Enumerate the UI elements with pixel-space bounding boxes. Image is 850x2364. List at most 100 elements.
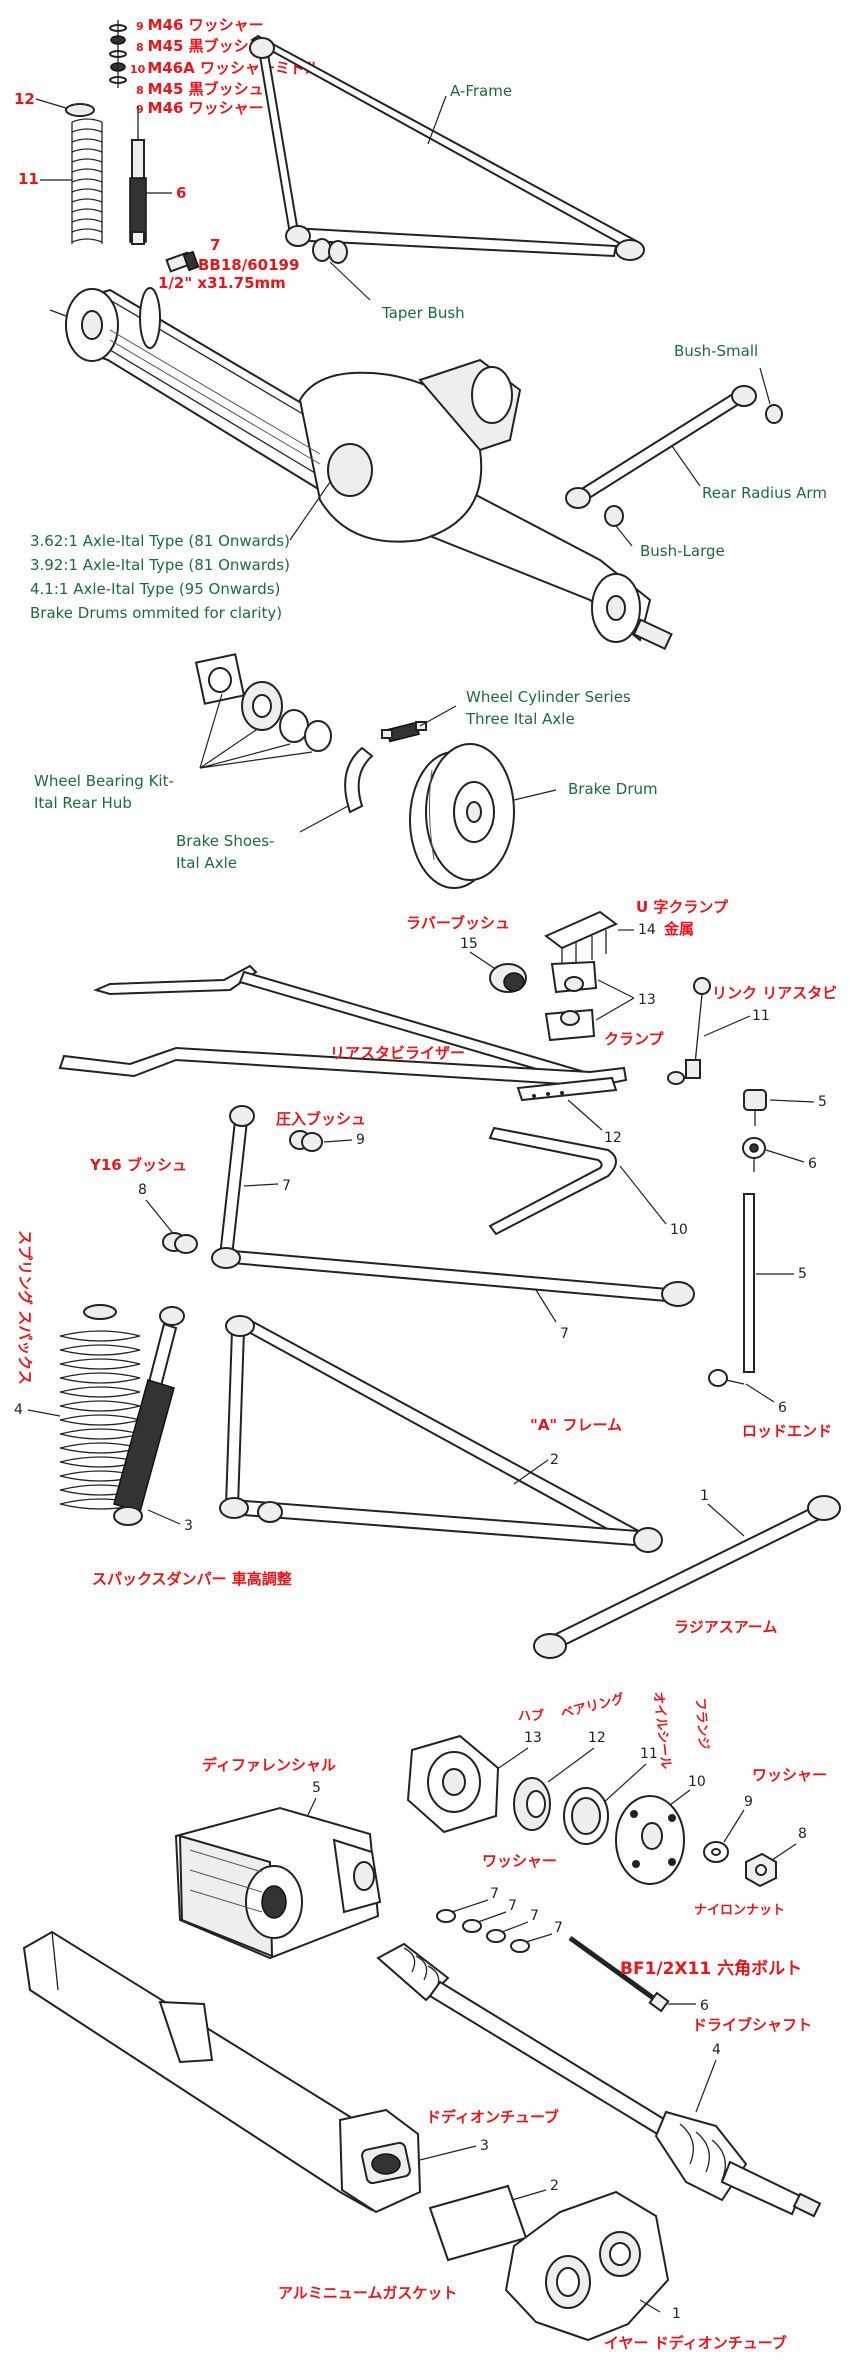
axle-notes: 3.62:1 Axle-Ital Type (81 Onwards) 3.92:… (30, 532, 290, 622)
num-4-bottom: 4 (712, 2042, 721, 2058)
rubber-bush (489, 963, 527, 993)
num-7-mid-lower: 7 (560, 1326, 569, 1342)
metal-label: 金属 (663, 920, 694, 938)
axle-note-4: Brake Drums ommited for clarity) (30, 604, 282, 622)
washer-left-label: ワッシャー (482, 1852, 557, 1870)
num-4-mid: 4 (14, 1402, 23, 1418)
nylon-nut (745, 1852, 777, 1888)
num-8-bottom: 8 (798, 1826, 807, 1842)
press-bush (289, 1130, 323, 1152)
brake-shoe (344, 746, 374, 814)
taper-bush-label: Taper Bush (381, 304, 465, 322)
num-6-top: 6 (176, 184, 186, 202)
num-1-mid: 1 (700, 1488, 709, 1504)
num-12-bottom: 12 (588, 1730, 606, 1746)
washers-left (436, 1909, 530, 1953)
hub (406, 1734, 500, 1834)
stabilizer-link (667, 977, 711, 1085)
trailing-arm (211, 1105, 695, 1307)
brake-shoes-label-2: Ital Axle (176, 854, 237, 872)
num-9-mid: 9 (356, 1132, 365, 1148)
spring-cap (65, 103, 95, 117)
a-frame-label: A-Frame (450, 82, 512, 100)
num-11-mid: 11 (752, 1008, 770, 1024)
num-9-bottom: 9 (744, 1794, 753, 1810)
de-dion-tube (22, 1930, 422, 2214)
wheel-cylinder-label-1: Wheel Cylinder Series (466, 688, 631, 706)
axle-note-3: 4.1:1 Axle-Ital Type (95 Onwards) (30, 580, 280, 598)
press-bush-label: 圧入ブッシュ (276, 1110, 366, 1128)
num-7-mid-upper: 7 (282, 1178, 291, 1194)
brake-drum (409, 743, 515, 889)
washer-right (703, 1841, 729, 1863)
num-5-mid-rod: 5 (798, 1266, 807, 1282)
hub-label: ハブ (518, 1708, 544, 1724)
coil-spring-top (71, 118, 103, 250)
num-10-bottom: 10 (688, 1774, 706, 1790)
bolt-part-number: BB18/60199 (198, 256, 299, 274)
aluminium-gasket (428, 2184, 528, 2262)
num-1-bottom: 1 (672, 2306, 681, 2322)
num-12-mid: 12 (604, 1130, 622, 1146)
bearing-label: ベアリング (559, 1691, 626, 1722)
num-5-mid-top: 5 (818, 1094, 827, 1110)
drive-shaft (376, 1942, 822, 2218)
a-frame-jp-label: "A" フレーム (530, 1416, 622, 1434)
wheel-bearing-label-2: Ital Rear Hub (34, 794, 132, 812)
stabilizer-bar-loop (488, 1126, 617, 1236)
clamp-label: クランプ (604, 1030, 665, 1048)
oil-seal (563, 1787, 609, 1845)
u-clamp-label: U 字クランプ (636, 898, 729, 916)
rod-end-label: ロッドエンド (742, 1422, 832, 1440)
num-5-bottom: 5 (312, 1780, 321, 1796)
u-clamp (544, 910, 618, 972)
brake-drum-label: Brake Drum (568, 780, 658, 798)
num-11-top: 11 (18, 170, 39, 188)
rubber-bush-label: ラバーブッシュ (406, 914, 510, 932)
rear-stabilizer (58, 964, 628, 1102)
bearing (513, 1777, 551, 1831)
num-7-bottom-4: 7 (554, 1920, 563, 1936)
bolt-size: 1/2" x31.75mm (158, 274, 286, 292)
num-13-bottom: 13 (524, 1730, 542, 1746)
brake-shoes-label-1: Brake Shoes- (176, 832, 274, 850)
wheel-cylinder-label-2: Three Ital Axle (465, 710, 575, 728)
bolt-label: BF1/2X11 六角ボルト (620, 1958, 802, 1979)
num-10-mid: 10 (670, 1222, 688, 1238)
drive-shaft-label: ドライブシャフト (692, 2016, 812, 2034)
damper-label: スパックスダンパー 車高調整 (92, 1570, 292, 1588)
num-7-bottom-3: 7 (530, 1908, 539, 1924)
num-6-mid-bottom: 6 (778, 1400, 787, 1416)
rear-radius-arm (565, 385, 783, 527)
clamp-blocks (544, 960, 598, 1042)
rod (743, 1193, 755, 1373)
rod-end-ball (742, 1137, 766, 1172)
differential-label: ディファレンシャル (202, 1756, 336, 1774)
coil-spring-mid (59, 1304, 141, 1510)
flange-label: フランジ (692, 1697, 711, 1750)
hex-bolt (568, 1935, 670, 2013)
num-6-mid-top: 6 (808, 1156, 817, 1172)
y16-bush-label: Y16 ブッシュ (89, 1156, 187, 1174)
num-14: 14 (638, 922, 656, 938)
de-dion-ear (504, 2190, 670, 2342)
num-2-mid: 2 (550, 1452, 559, 1468)
damper-mid (113, 1306, 185, 1526)
radius-arm-label: ラジアスアーム (674, 1618, 777, 1636)
rear-radius-arm-label: Rear Radius Arm (702, 484, 827, 502)
washer-bush-stack (109, 20, 127, 88)
flange (615, 1795, 685, 1885)
rear-axle-housing (49, 287, 673, 651)
nylon-nut-label: ナイロンナット (694, 1903, 785, 1918)
num-13-mid: 13 (638, 992, 656, 1008)
bush-large-label: Bush-Large (640, 542, 725, 560)
y16-bush (162, 1232, 198, 1254)
a-frame-mid (219, 1315, 663, 1553)
